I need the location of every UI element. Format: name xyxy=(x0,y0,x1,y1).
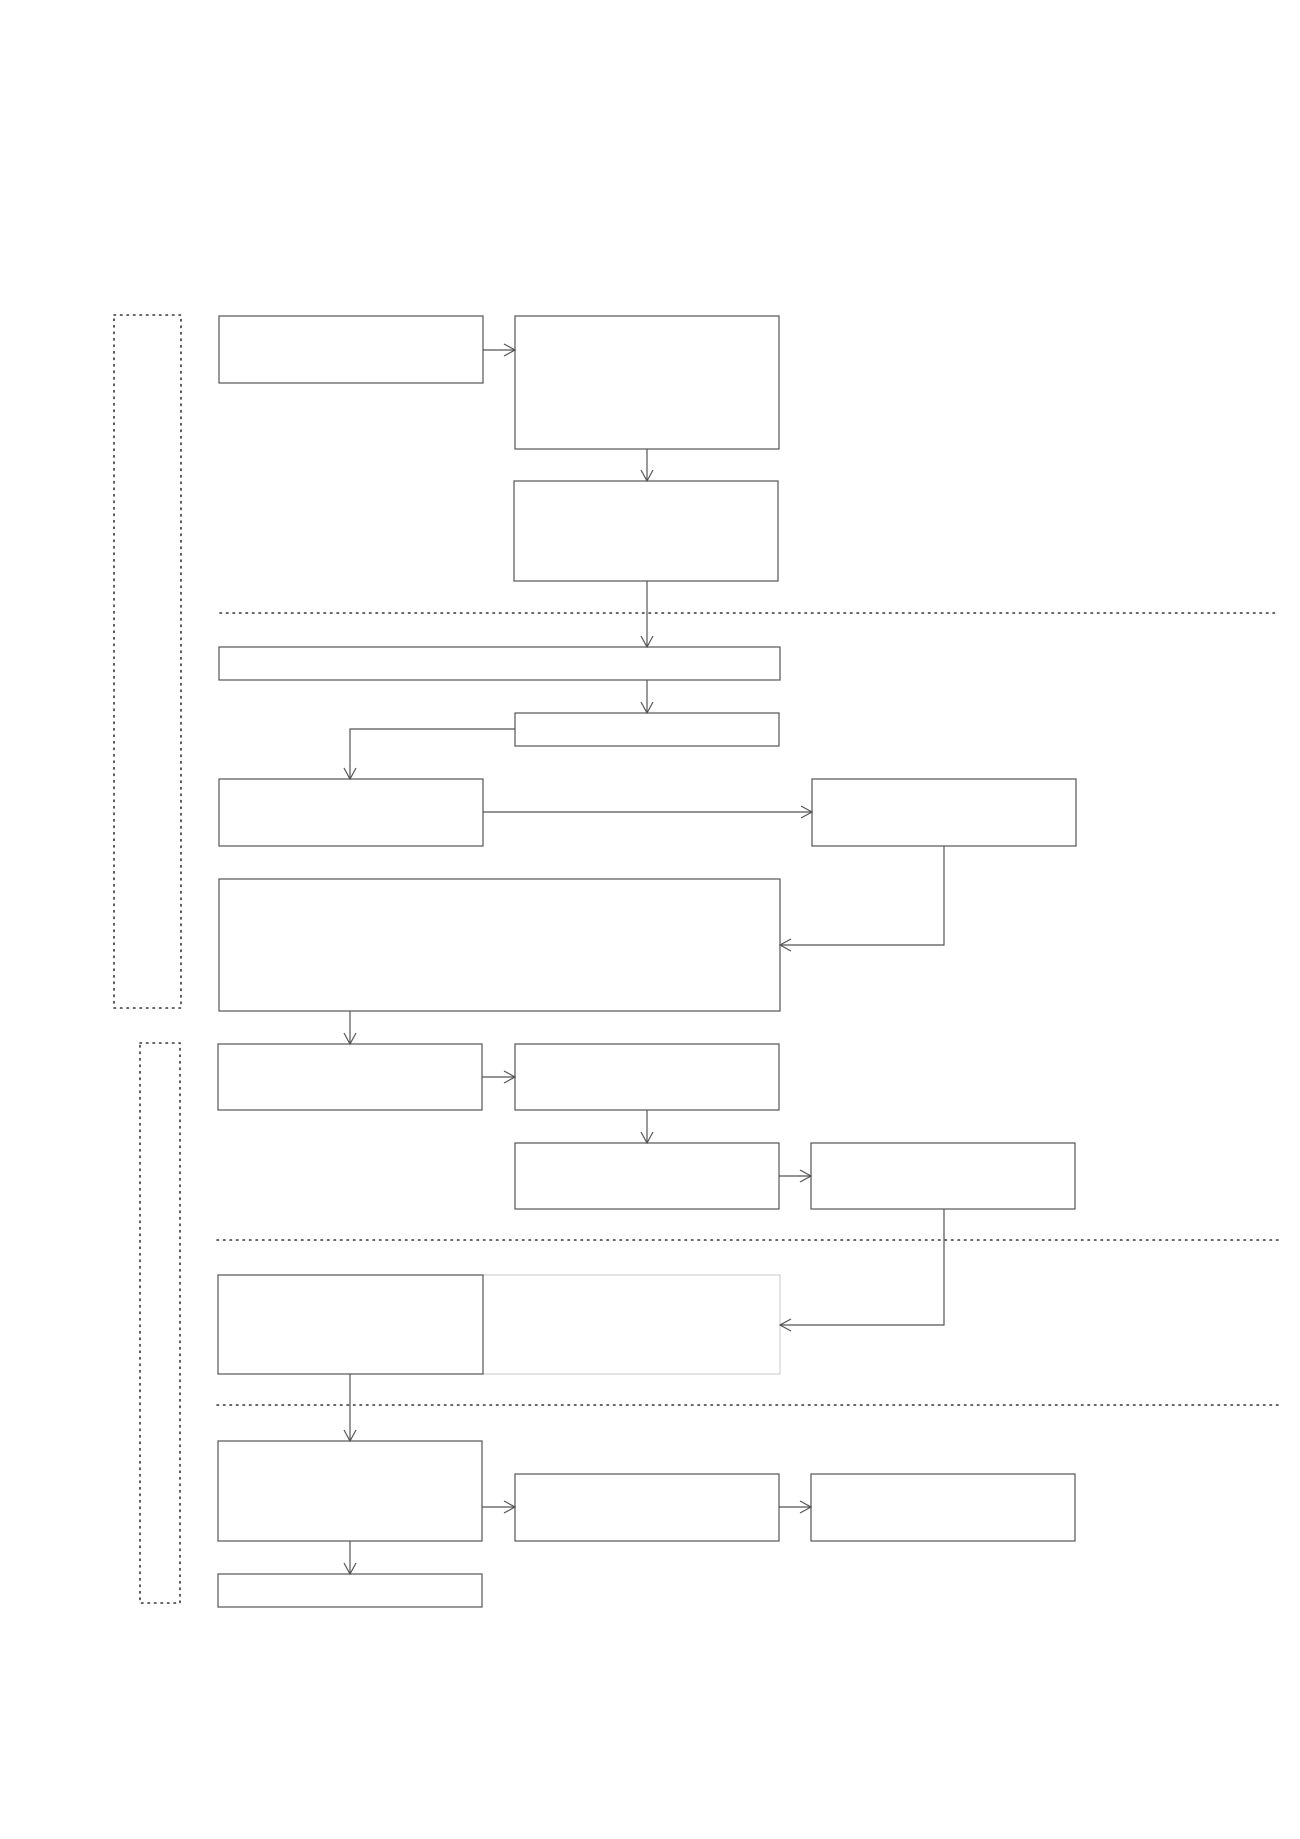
flow-box-b12 xyxy=(810,1142,1076,1210)
flow-box-b13 xyxy=(482,1274,781,1375)
group-frame-upper xyxy=(113,314,182,1009)
flow-box-b9 xyxy=(217,1043,483,1111)
arrow-b5-b6 xyxy=(343,728,515,781)
flow-box-b14 xyxy=(217,1274,484,1375)
group-frame-lower xyxy=(139,1042,181,1604)
flow-box-b10 xyxy=(514,1043,780,1111)
flow-box-b8 xyxy=(218,878,781,1012)
flow-box-b15 xyxy=(217,1440,483,1542)
flow-box-b17 xyxy=(810,1473,1076,1542)
flow-box-b18 xyxy=(217,1573,483,1608)
flow-box-b5 xyxy=(514,712,780,747)
arrow-b7-b8 xyxy=(778,846,945,952)
flow-box-b2 xyxy=(514,315,780,450)
flow-box-b4 xyxy=(218,646,781,681)
flow-box-b16 xyxy=(514,1473,780,1542)
flow-box-b3 xyxy=(513,480,779,582)
flow-box-b7 xyxy=(811,778,1077,847)
flow-box-b1 xyxy=(218,315,484,384)
flow-box-b6 xyxy=(218,778,484,847)
flow-box-b11 xyxy=(514,1142,780,1210)
arrow-b12-b13 xyxy=(778,1209,945,1332)
